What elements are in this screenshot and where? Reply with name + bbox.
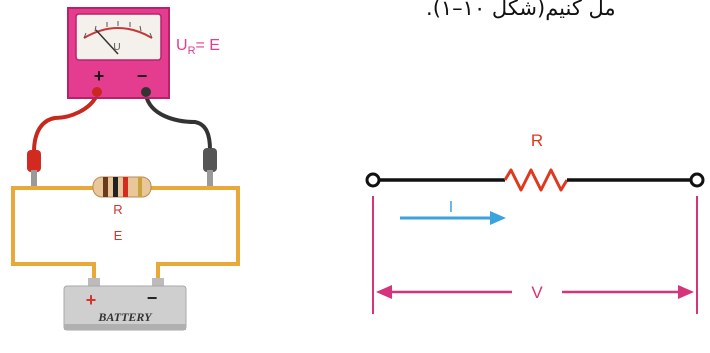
- meter-plus: +: [94, 66, 105, 86]
- schematic-resistor-label: R: [531, 131, 543, 150]
- meter-equation: UR= E: [176, 37, 220, 57]
- caption-text: مل كنيم(شكل ۱۰–۱).: [420, 0, 710, 26]
- source-label: E: [114, 228, 123, 243]
- current-arrow: [400, 211, 506, 225]
- caption-main: مل كنيم(شكل ۱۰–۱): [432, 0, 616, 20]
- pictorial-circuit: R U + − U: [11, 7, 240, 331]
- schematic-circuit: R I V: [365, 131, 705, 314]
- meter-eq-sub: R: [188, 45, 196, 57]
- left-terminal: [365, 172, 381, 188]
- battery-plus: +: [86, 290, 97, 310]
- resistor-component: [92, 176, 152, 198]
- resistor-label: R: [113, 202, 122, 217]
- meter-minus: −: [137, 66, 148, 86]
- voltmeter: U + −: [67, 7, 170, 99]
- right-terminal: [689, 172, 705, 188]
- red-clip: [27, 150, 41, 186]
- meter-minus-terminal: [141, 87, 151, 97]
- voltage-arrow: [376, 285, 694, 299]
- meter-eq-u: U: [176, 37, 188, 54]
- battery: + − BATTERY: [63, 278, 187, 331]
- battery-label: BATTERY: [97, 310, 153, 324]
- battery-minus: −: [147, 288, 158, 308]
- red-lead: [32, 93, 99, 154]
- caption-period: .: [426, 0, 433, 20]
- black-clip: [203, 148, 217, 186]
- meter-face-label: U: [113, 42, 120, 53]
- current-label: I: [449, 199, 453, 216]
- voltage-label: V: [531, 283, 543, 302]
- wire-loop: [11, 186, 240, 284]
- meter-plus-terminal: [92, 87, 102, 97]
- svg-text:UR= E: UR= E: [176, 37, 220, 57]
- black-lead: [144, 93, 212, 152]
- meter-eq-rest: = E: [196, 37, 220, 54]
- resistor-zigzag: [503, 168, 569, 192]
